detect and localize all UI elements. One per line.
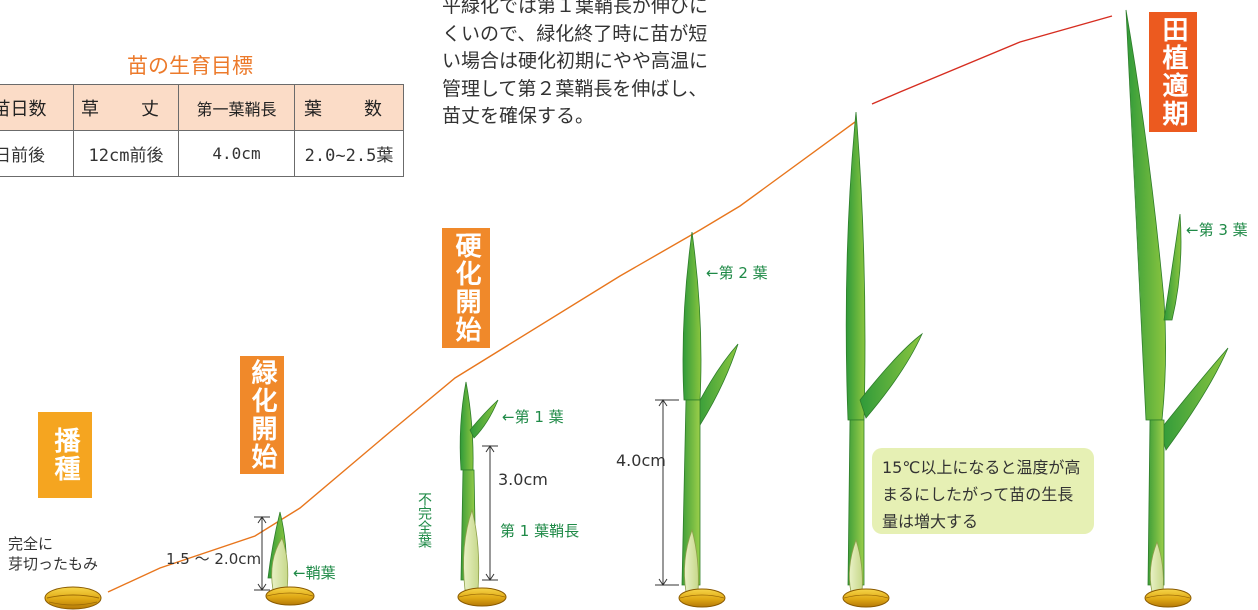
seedling-leaf2 — [678, 231, 739, 608]
seed-label: 完全に 芽切ったもみ — [8, 535, 99, 573]
table-cell: 日前後 — [0, 130, 74, 177]
seedling-hardening — [457, 381, 507, 607]
table-row: 日前後 12cm前後 4.0cm 2.0~2.5葉 — [0, 130, 404, 177]
table-header-row: 苗日数 草 丈 第一葉鞘長 葉 数 — [0, 84, 404, 131]
leaf3-label: ←第 3 葉 — [1186, 221, 1248, 239]
table-cell: 2.0~2.5葉 — [294, 130, 404, 177]
coleoptile-dimension — [254, 516, 270, 591]
table-cell: 4.0cm — [178, 130, 295, 177]
growth-callout: 15℃以上になると温度が高まるにしたがって苗の生長量は増大する — [872, 448, 1094, 534]
table-header-cell: 苗日数 — [0, 84, 74, 131]
stage-hardening: 硬化開始 — [442, 228, 490, 348]
stage-greening: 緑化開始 — [240, 356, 284, 474]
coleoptile-length-label: 1.5 ～ 2.0cm — [166, 550, 262, 568]
stage-sowing: 播種 — [38, 412, 92, 498]
leaf1-sheath-dimension — [482, 445, 498, 581]
coleoptile-label: ←鞘葉 — [293, 564, 336, 582]
table-title: 苗の生育目標 — [127, 54, 253, 78]
leaf2-label: ←第 2 葉 — [706, 264, 768, 282]
length-3cm-label: 3.0cm — [498, 470, 548, 489]
leaf1-sheath-label: 第 1 葉鞘長 — [500, 522, 580, 540]
leaf1-label: ←第 1 葉 — [502, 408, 564, 426]
seedling-transplant — [1125, 9, 1229, 608]
length-4cm-label: 4.0cm — [616, 451, 666, 470]
growth-curve-upper — [871, 15, 1113, 105]
sheath-4cm-dimension — [655, 399, 679, 586]
seedling-greening — [265, 511, 315, 606]
stage-transplant: 田植適期 — [1149, 12, 1197, 132]
seedling-goal-table: 苗日数 草 丈 第一葉鞘長 葉 数 日前後 12cm前後 4.0cm 2.0~2… — [0, 84, 404, 177]
growth-curve — [107, 121, 856, 593]
seed-sowing — [44, 586, 102, 610]
incomplete-leaf-label: 不完全葉 — [416, 492, 432, 548]
table-header-cell: 草 丈 — [73, 84, 179, 131]
management-note: 平緑化では第１葉鞘長が伸びにくいので、緑化終了時に苗が短い場合は硬化初期にやや高… — [442, 0, 709, 127]
table-header-cell: 葉 数 — [294, 84, 404, 131]
seedling-leaf2-tall — [842, 111, 923, 608]
table-cell: 12cm前後 — [73, 130, 179, 177]
